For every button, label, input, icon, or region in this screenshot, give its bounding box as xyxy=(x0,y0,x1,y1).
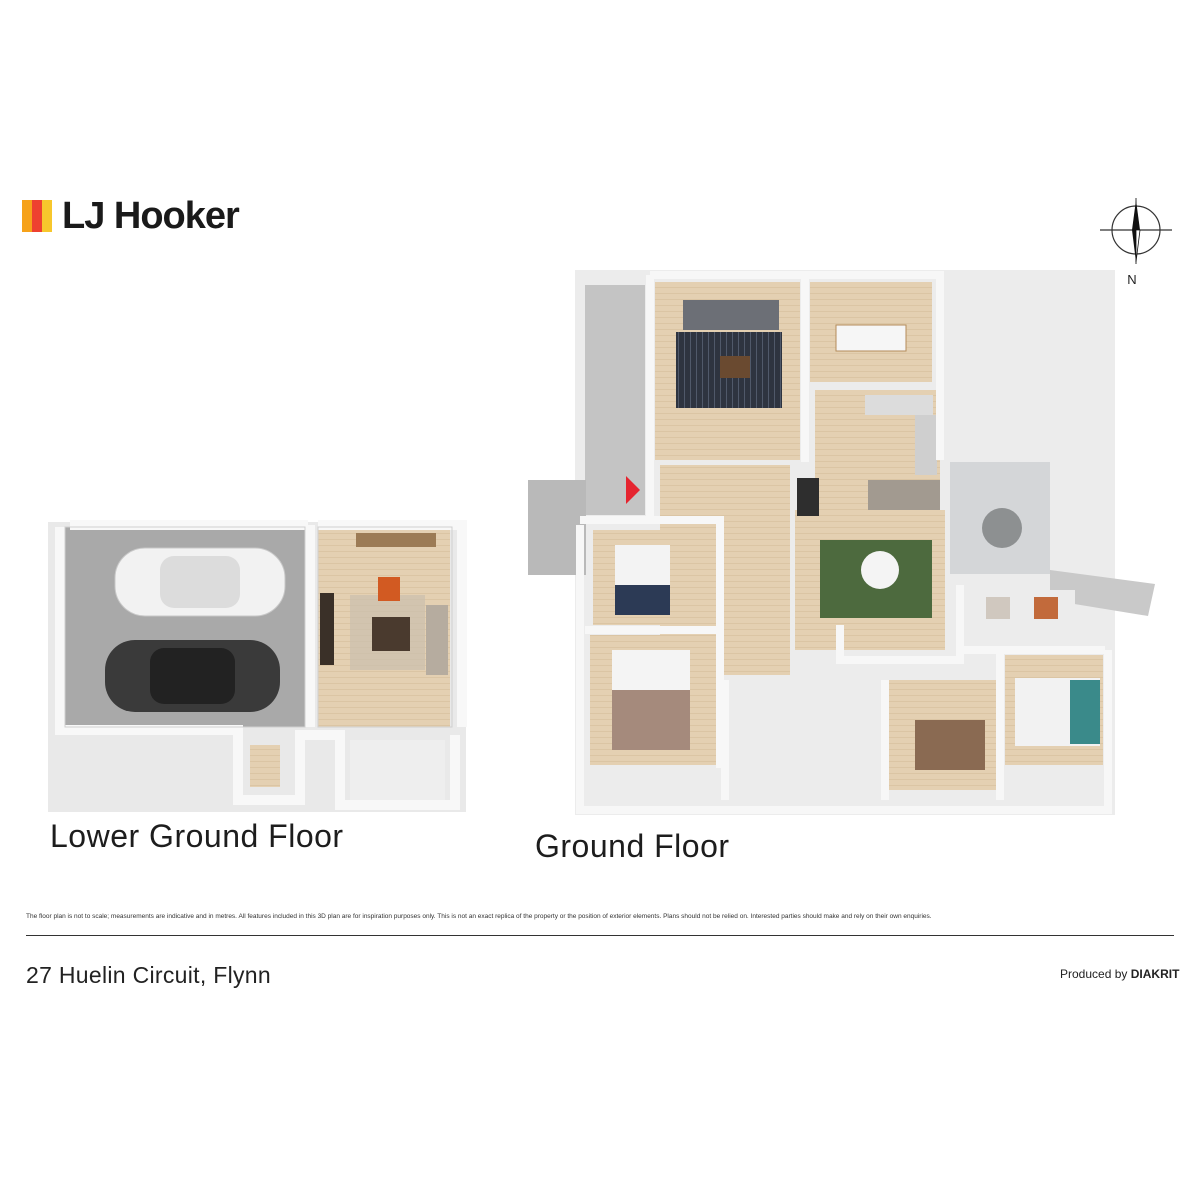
divider xyxy=(26,935,1174,936)
bathroom xyxy=(730,680,840,790)
disclaimer-text: The floor plan is not to scale; measurem… xyxy=(26,913,932,920)
car-icon xyxy=(105,640,280,712)
deck xyxy=(585,285,645,515)
lower-ground-floor-plan xyxy=(48,520,467,812)
ground-floor-plan xyxy=(528,270,1155,815)
lower-ground-floor-label: Lower Ground Floor xyxy=(50,818,344,854)
credit-prefix: Produced by xyxy=(1060,967,1128,981)
ground-floor-label: Ground Floor xyxy=(535,828,730,864)
producer-credit: Produced by DIAKRIT xyxy=(1060,967,1179,981)
logo-bars-icon xyxy=(22,200,52,232)
property-address: 27 Huelin Circuit, Flynn xyxy=(26,962,271,988)
brand-name: LJ Hooker xyxy=(62,194,240,237)
compass-icon: N xyxy=(1100,188,1176,288)
car-icon xyxy=(114,547,286,617)
compass-north-label: N xyxy=(1127,272,1137,287)
credit-company: DIAKRIT xyxy=(1130,967,1180,981)
entry-arrow-icon xyxy=(626,476,640,504)
lj-hooker-logo: LJ Hooker xyxy=(22,194,240,237)
